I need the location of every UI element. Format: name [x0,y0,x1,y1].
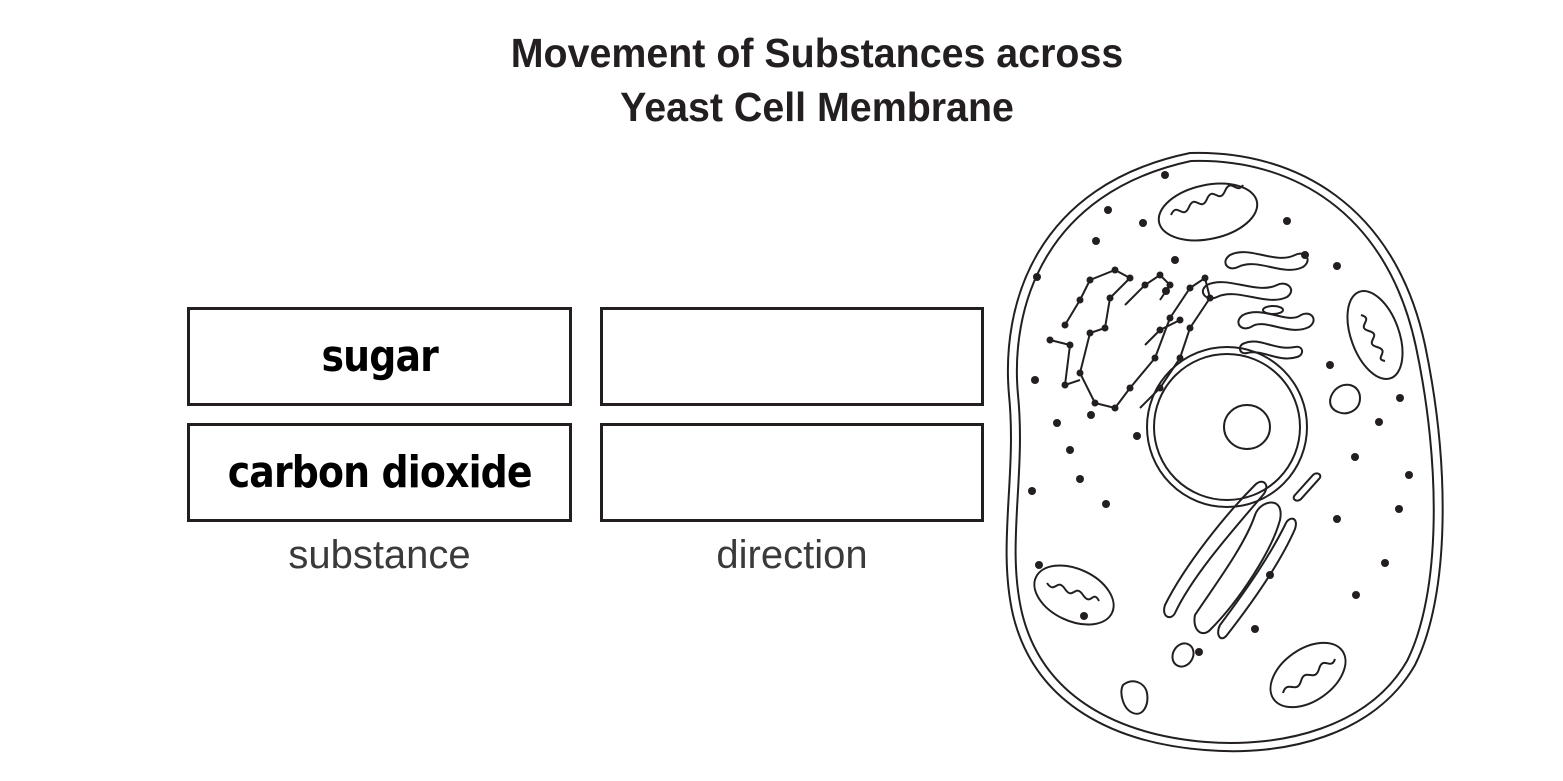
smooth-er [1163,472,1322,668]
title-line-2: Yeast Cell Membrane [620,84,1014,130]
substance-column-label: substance [288,533,471,577]
golgi-apparatus [1201,251,1315,360]
yeast-cell-diagram [1005,151,1444,753]
nucleolus [1223,404,1271,450]
direction-column-label: direction [716,533,868,577]
vacuole-2 [1120,680,1149,715]
substance-label-2: carbon dioxide [227,447,533,498]
substance-box-2: carbon dioxide [187,423,572,522]
vacuole-1 [1329,383,1362,415]
title-line-1: Movement of Substances across [510,30,1124,76]
mitochondrion-2 [1346,290,1404,380]
substance-box-1: sugar [187,307,572,406]
direction-box-2[interactable] [600,423,984,522]
direction-box-1[interactable] [600,307,984,406]
cell-membrane [1014,159,1435,744]
nucleus-inner [1153,353,1301,501]
cell-wall [1005,151,1444,753]
mitochondrion-4 [1269,641,1347,709]
nucleus-outer [1146,346,1308,508]
mitochondrion-3 [1033,564,1115,626]
substance-label-1: sugar [321,331,438,382]
diagram-title: Movement of Substances across Yeast Cell… [33,26,1563,134]
rough-er-ribosomes [1046,266,1214,412]
mitochondrion-1 [1157,182,1259,242]
free-ribosomes [1028,171,1413,656]
